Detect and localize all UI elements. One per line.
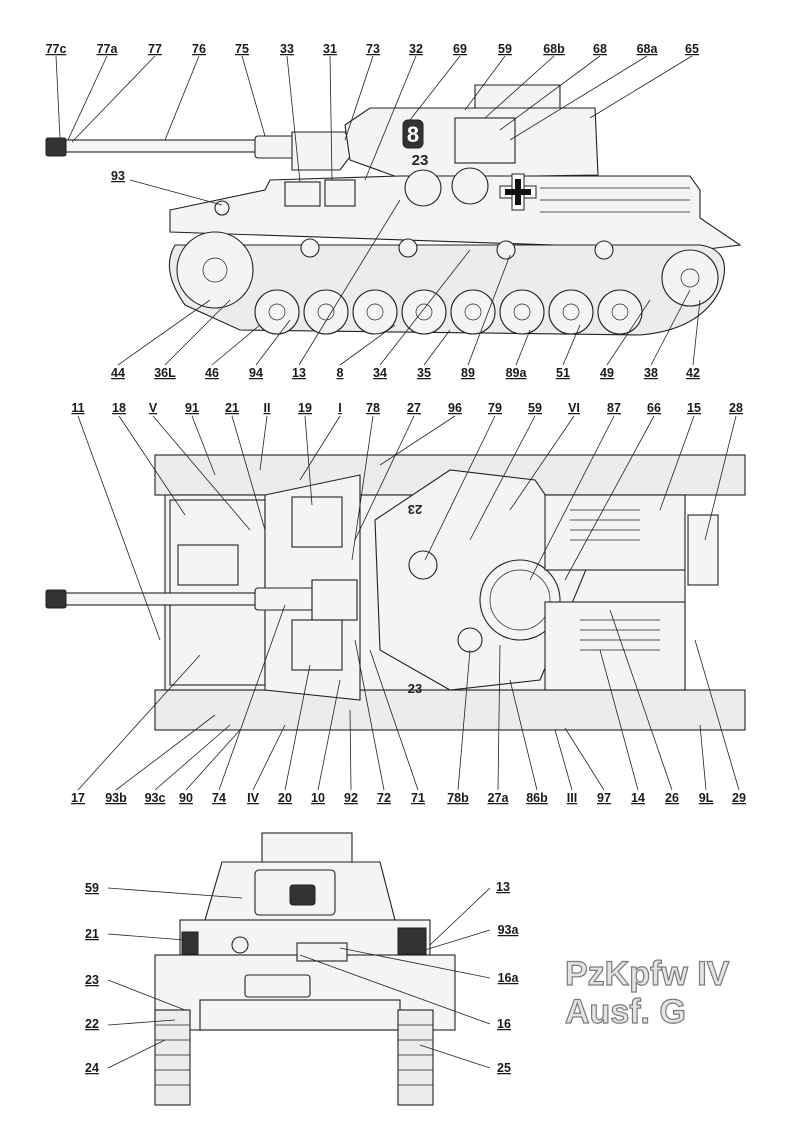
front-label-25: 25 <box>497 1061 511 1075</box>
top-label-78b: 78b <box>447 791 469 805</box>
top-label-92: 92 <box>344 791 358 805</box>
side-view-leader-lines <box>55 55 701 366</box>
side-label-46: 46 <box>205 366 219 380</box>
side-marking-number: 8 <box>407 122 419 147</box>
side-label-42: 42 <box>686 366 700 380</box>
top-label-17: 17 <box>71 791 85 805</box>
top-label-III: III <box>567 791 577 805</box>
side-label-13: 13 <box>292 366 306 380</box>
top-label-19: 19 <box>298 401 312 415</box>
top-label-18: 18 <box>112 401 126 415</box>
side-label-44: 44 <box>111 366 125 380</box>
front-label-93a: 93a <box>498 923 520 937</box>
top-label-87: 87 <box>607 401 621 415</box>
top-label-90: 90 <box>179 791 193 805</box>
top-label-71: 71 <box>411 791 425 805</box>
top-view-labels: 11 18 V 91 21 II 19 I 78 27 96 79 59 VI … <box>71 401 746 805</box>
title-block: PzKpfw IV Ausf. G <box>564 954 730 1031</box>
top-turret-number-lower: 23 <box>408 681 422 696</box>
front-label-23: 23 <box>85 973 99 987</box>
top-label-93b: 93b <box>105 791 127 805</box>
front-view-leader-lines <box>107 887 491 1069</box>
side-label-31: 31 <box>323 42 337 56</box>
top-label-11: 11 <box>71 401 84 415</box>
front-label-24: 24 <box>85 1061 99 1075</box>
top-label-93c: 93c <box>145 791 166 805</box>
top-label-59: 59 <box>528 401 542 415</box>
side-label-68: 68 <box>593 42 607 56</box>
side-label-73: 73 <box>366 42 380 56</box>
top-label-27a: 27a <box>488 791 510 805</box>
side-label-32: 32 <box>409 42 423 56</box>
top-turret-number-upper: 23 <box>408 502 422 517</box>
side-label-34: 34 <box>373 366 387 380</box>
top-label-72: 72 <box>377 791 391 805</box>
top-label-86b: 86b <box>526 791 548 805</box>
balkenkreuz-icon <box>499 173 537 211</box>
top-label-91: 91 <box>185 401 199 415</box>
top-label-97: 97 <box>597 791 611 805</box>
top-view-drawing: 23 23 <box>45 454 746 731</box>
top-label-96: 96 <box>448 401 462 415</box>
side-label-69: 69 <box>453 42 467 56</box>
front-label-59: 59 <box>85 881 99 895</box>
top-label-9L: 9L <box>699 791 714 805</box>
top-label-15: 15 <box>687 401 701 415</box>
side-view-labels: 77c 77a 77 76 75 33 31 73 32 69 59 68b 6… <box>46 42 700 380</box>
top-view-leader-lines <box>77 415 740 791</box>
title-line-2: Ausf. G <box>565 993 686 1031</box>
side-label-77: 77 <box>148 42 162 56</box>
top-label-20: 20 <box>278 791 292 805</box>
side-label-68a: 68a <box>637 42 659 56</box>
front-label-13: 13 <box>496 880 510 894</box>
front-label-22: 22 <box>85 1017 99 1031</box>
side-label-76: 76 <box>192 42 206 56</box>
side-label-77a: 77a <box>97 42 119 56</box>
side-label-75: 75 <box>235 42 249 56</box>
top-label-IV: IV <box>247 791 259 805</box>
side-label-36L: 36L <box>154 366 176 380</box>
top-label-66: 66 <box>647 401 661 415</box>
top-muzzle-brake-icon <box>45 589 67 609</box>
side-label-94: 94 <box>249 366 263 380</box>
top-label-79: 79 <box>488 401 502 415</box>
title-line-1: PzKpfw IV <box>565 955 730 993</box>
side-turret-number: 23 <box>412 152 429 169</box>
side-label-8: 8 <box>337 366 344 380</box>
top-label-78: 78 <box>366 401 380 415</box>
top-label-28: 28 <box>729 401 743 415</box>
front-label-21: 21 <box>85 927 99 941</box>
side-label-38: 38 <box>644 366 658 380</box>
front-view-labels: 59 21 23 22 24 13 93a 16a 16 25 <box>85 880 519 1075</box>
top-label-VI: VI <box>568 401 580 415</box>
top-label-21: 21 <box>225 401 239 415</box>
side-label-35: 35 <box>417 366 431 380</box>
top-label-74: 74 <box>212 791 226 805</box>
side-label-77c: 77c <box>46 42 67 56</box>
side-label-33: 33 <box>280 42 294 56</box>
side-label-65: 65 <box>685 42 699 56</box>
side-label-89a: 89a <box>506 366 528 380</box>
side-label-49: 49 <box>600 366 614 380</box>
side-label-68b: 68b <box>543 42 565 56</box>
top-label-10: 10 <box>311 791 325 805</box>
top-label-29: 29 <box>732 791 746 805</box>
front-view-drawing <box>154 832 456 1106</box>
front-label-16: 16 <box>497 1017 511 1031</box>
top-label-V: V <box>149 401 158 415</box>
front-label-16a: 16a <box>498 971 520 985</box>
top-label-26: 26 <box>665 791 679 805</box>
side-label-89: 89 <box>461 366 475 380</box>
muzzle-brake-icon <box>45 137 67 157</box>
side-label-59: 59 <box>498 42 512 56</box>
side-label-93: 93 <box>111 169 125 183</box>
top-label-I: I <box>338 401 341 415</box>
top-label-II: II <box>264 401 271 415</box>
top-label-27: 27 <box>407 401 421 415</box>
top-label-14: 14 <box>631 791 645 805</box>
side-view-drawing: 8 23 <box>45 84 742 336</box>
side-label-51: 51 <box>556 366 570 380</box>
